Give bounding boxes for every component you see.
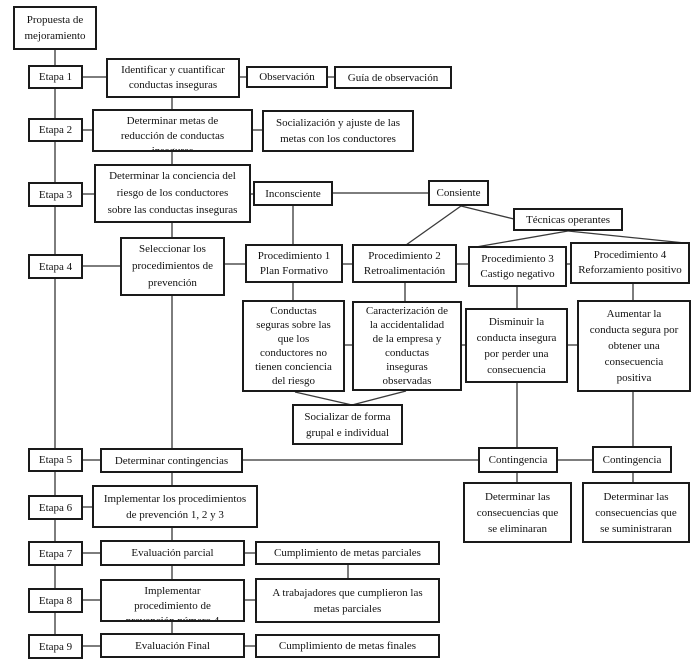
node-etapa-9: Etapa 9	[28, 634, 83, 659]
node-caracterizacion-accidentalidad: Caracterización de la accidentalidad de …	[352, 301, 462, 391]
node-evaluacion-final: Evaluación Final	[100, 633, 245, 658]
node-procedimiento-1: Procedimiento 1 Plan Formativo	[245, 244, 343, 283]
node-consiente: Consiente	[428, 180, 489, 206]
node-determinar-contingencias: Determinar contingencias	[100, 448, 243, 473]
node-consecuencias-eliminaran: Determinar las consecuencias que se elim…	[463, 482, 572, 543]
node-aumentar-conducta: Aumentar la conducta segura por obtener …	[577, 300, 691, 392]
node-inconsciente: Inconsciente	[253, 181, 333, 206]
node-implementar-prevencion-123: Implementar los procedimientos de preven…	[92, 485, 258, 528]
node-socializar-grupal: Socializar de forma grupal e individual	[292, 404, 403, 445]
node-observacion: Observación	[246, 66, 328, 88]
node-procedimiento-3: Procedimiento 3 Castigo negativo	[468, 246, 567, 287]
node-etapa-3: Etapa 3	[28, 182, 83, 207]
node-a-trabajadores: A trabajadores que cumplieron las metas …	[255, 578, 440, 623]
node-disminuir-conducta: Disminuir la conducta insegura por perde…	[465, 308, 568, 383]
node-evaluacion-parcial: Evaluación parcial	[100, 540, 245, 566]
node-guia-observacion: Guía de observación	[334, 66, 452, 89]
node-consecuencias-suministraran: Determinar las consecuencias que se sumi…	[582, 482, 690, 543]
node-conductas-seguras: Conductas seguras sobre las que los cond…	[242, 300, 345, 392]
node-etapa-4: Etapa 4	[28, 254, 83, 279]
node-etapa-1: Etapa 1	[28, 65, 83, 89]
node-determinar-metas: Determinar metas de reducción de conduct…	[92, 109, 253, 152]
node-implementar-prevencion-4: Implementar procedimiento de prevención …	[100, 579, 245, 622]
node-procedimiento-2: Procedimiento 2 Retroalimentación	[352, 244, 457, 283]
node-etapa-5: Etapa 5	[28, 448, 83, 472]
node-seleccionar-procedimientos: Seleccionar los procedimientos de preven…	[120, 237, 225, 296]
node-tecnicas-operantes: Técnicas operantes	[513, 208, 623, 231]
node-etapa-7: Etapa 7	[28, 541, 83, 566]
node-cumplimiento-parciales: Cumplimiento de metas parciales	[255, 541, 440, 565]
node-contingencia-1: Contingencia	[478, 447, 558, 473]
node-etapa-6: Etapa 6	[28, 495, 83, 520]
node-conciencia-riesgo: Determinar la conciencia del riesgo de l…	[94, 164, 251, 223]
node-etapa-2: Etapa 2	[28, 118, 83, 142]
node-cumplimiento-finales: Cumplimiento de metas finales	[255, 634, 440, 658]
node-etapa-8: Etapa 8	[28, 588, 83, 613]
node-socializacion-ajuste: Socialización y ajuste de las metas con …	[262, 110, 414, 152]
node-procedimiento-4: Procedimiento 4 Reforzamiento positivo	[570, 242, 690, 284]
node-contingencia-2: Contingencia	[592, 446, 672, 473]
node-identificar-conductas: Identificar y cuantificar conductas inse…	[106, 58, 240, 98]
node-propuesta-mejoramiento: Propuesta de mejoramiento	[13, 6, 97, 50]
